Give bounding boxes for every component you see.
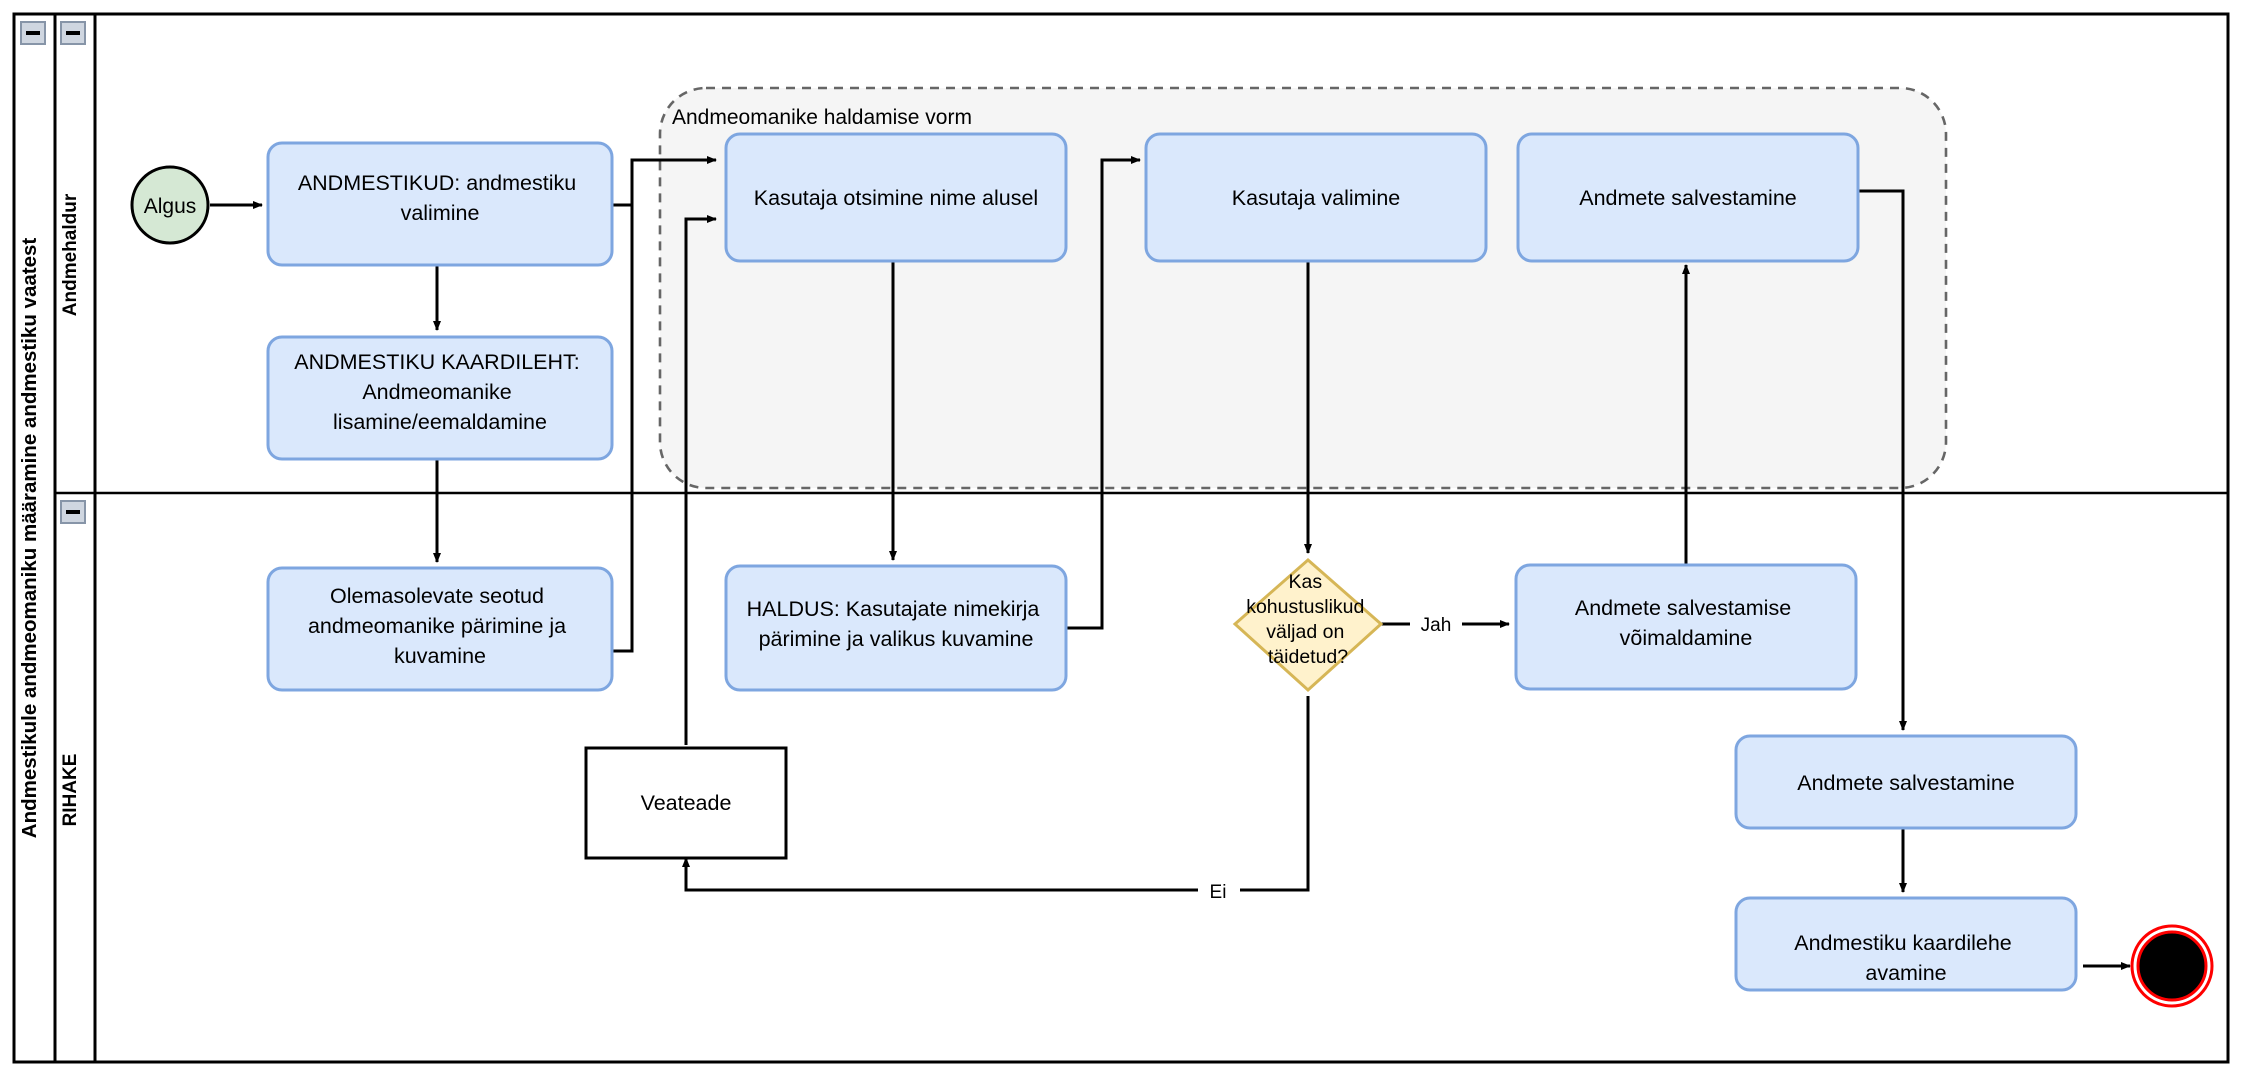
edges	[210, 156, 2131, 970]
node-andmestiku-kaardileht-label: ANDMESTIKU KAARDILEHT: Andmeomanike lisa…	[294, 350, 586, 434]
pool-collapse-icon[interactable]	[20, 21, 46, 45]
node-haldus-nimekirja-parimine[interactable]: HALDUS: Kasutajate nimekirja pärimine ja…	[724, 564, 1068, 692]
node-veateade-label: Veateade	[641, 791, 732, 815]
node-kasutaja-otsimine[interactable]: Kasutaja otsimine nime alusel	[724, 132, 1068, 263]
lane-collapse-icon-rihake[interactable]	[60, 500, 86, 524]
node-decision-label: Kas kohustuslikud väljad on täidetud?	[1246, 571, 1370, 668]
node-olemasolevate-parimine[interactable]: Olemasolevate seotud andmeomanike pärimi…	[266, 566, 614, 692]
node-kaardilehe-avamine-label: Andmestiku kaardilehe avamine	[1794, 931, 2018, 985]
node-andmete-salvestamine-bottom[interactable]: Andmete salvestamine	[1734, 734, 2078, 830]
node-kasutaja-otsimine-label: Kasutaja otsimine nime alusel	[754, 186, 1038, 210]
lane-label-andmehaldur: Andmehaldur	[60, 193, 81, 316]
node-andmestiku-kaardileht[interactable]: ANDMESTIKU KAARDILEHT: Andmeomanike lisa…	[266, 335, 614, 461]
node-andmete-salvestamine-top-label: Andmete salvestamine	[1579, 186, 1797, 210]
lane-collapse-icon-andmehaldur[interactable]	[60, 21, 86, 45]
edge-labels: Jah Ei	[1198, 610, 1462, 904]
node-salvestamise-voimaldamine[interactable]: Andmete salvestamise võimaldamine	[1514, 563, 1858, 691]
group-label: Andmeomanike haldamise vorm	[672, 106, 972, 129]
edge-label-ei: Ei	[1210, 882, 1227, 903]
node-haldus-nimekirja-parimine-label: HALDUS: Kasutajate nimekirja pärimine ja…	[747, 597, 1046, 651]
node-andmete-salvestamine-top[interactable]: Andmete salvestamine	[1516, 132, 1860, 263]
node-veateade[interactable]: Veateade	[584, 746, 788, 860]
node-andmestikud-valimine-label: ANDMESTIKUD: andmestiku valimine	[298, 171, 582, 225]
node-kasutaja-valimine-label: Kasutaja valimine	[1232, 186, 1401, 210]
node-salvestamise-voimaldamine-label: Andmete salvestamise võimaldamine	[1575, 596, 1797, 650]
node-olemasolevate-parimine-label: Olemasolevate seotud andmeomanike pärimi…	[308, 584, 572, 668]
pool-title: Andmestikule andmeomaniku määramine andm…	[18, 238, 41, 839]
node-andmestikud-valimine[interactable]: ANDMESTIKUD: andmestiku valimine	[266, 141, 614, 267]
node-end-event[interactable]	[2130, 924, 2214, 1008]
node-start-event[interactable]: Algus	[130, 165, 210, 245]
node-decision-kohustuslikud-valjad[interactable]: Kas kohustuslikud väljad on täidetud?	[1232, 558, 1384, 693]
node-kasutaja-valimine[interactable]: Kasutaja valimine	[1144, 132, 1488, 263]
lane-label-rihake: RIHAKE	[60, 754, 81, 827]
node-andmete-salvestamine-bottom-label: Andmete salvestamine	[1797, 771, 2015, 795]
node-start-label: Algus	[144, 195, 197, 218]
edge-label-jah: Jah	[1421, 615, 1452, 636]
node-kaardilehe-avamine[interactable]: Andmestiku kaardilehe avamine	[1734, 896, 2078, 992]
